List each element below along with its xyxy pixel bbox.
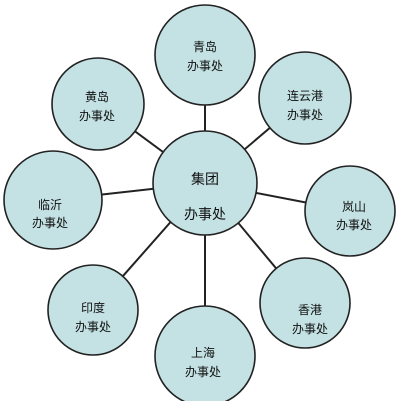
node-qingdao-label-line1: 青岛 bbox=[193, 39, 217, 54]
node-lanshan-label-line2: 办事处 bbox=[336, 217, 372, 232]
node-yindu-label-line1: 印度 bbox=[81, 300, 105, 315]
node-center: 集团 办事处 bbox=[152, 130, 258, 236]
node-shanghai-circle bbox=[154, 305, 256, 401]
node-lanshan: 岚山 办事处 bbox=[304, 165, 396, 257]
node-lianyungang: 连云港 办事处 bbox=[258, 51, 352, 145]
node-lianyungang-label-line1: 连云港 bbox=[287, 88, 323, 103]
node-linyi-circle bbox=[3, 150, 103, 250]
node-yindu-circle bbox=[47, 264, 139, 356]
node-huangdao-circle bbox=[51, 57, 145, 151]
node-qingdao-circle bbox=[154, 4, 256, 106]
node-qingdao: 青岛 办事处 bbox=[154, 4, 256, 106]
node-center-label-line1: 集团 bbox=[191, 171, 219, 188]
node-linyi-label-line2: 办事处 bbox=[32, 215, 68, 230]
node-linyi: 临沂 办事处 bbox=[3, 150, 103, 250]
node-linyi-label-line1: 临沂 bbox=[38, 198, 62, 212]
node-shanghai-label-line1: 上海 bbox=[191, 345, 215, 360]
node-lanshan-circle bbox=[304, 165, 396, 257]
node-qingdao-label-line2: 办事处 bbox=[187, 58, 223, 73]
node-yindu-label-line2: 办事处 bbox=[75, 319, 111, 334]
node-shanghai-label-line2: 办事处 bbox=[185, 364, 221, 379]
node-huangdao-label-line2: 办事处 bbox=[79, 108, 115, 123]
node-xianggang-label-line1: 香港 bbox=[298, 303, 322, 317]
node-huangdao: 黄岛 办事处 bbox=[51, 57, 145, 151]
node-xianggang: 香港 办事处 bbox=[259, 257, 351, 349]
node-lanshan-label-line1: 岚山 bbox=[342, 200, 366, 214]
node-center-label-line2: 办事处 bbox=[184, 207, 226, 223]
node-shanghai: 上海 办事处 bbox=[154, 305, 256, 401]
node-yindu: 印度 办事处 bbox=[47, 264, 139, 356]
node-lianyungang-label-line2: 办事处 bbox=[287, 107, 323, 122]
node-xianggang-label-line2: 办事处 bbox=[292, 321, 328, 336]
node-center-circle bbox=[152, 130, 258, 236]
node-lianyungang-circle bbox=[258, 51, 352, 145]
node-xianggang-circle bbox=[259, 257, 351, 349]
node-huangdao-label-line1: 黄岛 bbox=[85, 89, 109, 104]
